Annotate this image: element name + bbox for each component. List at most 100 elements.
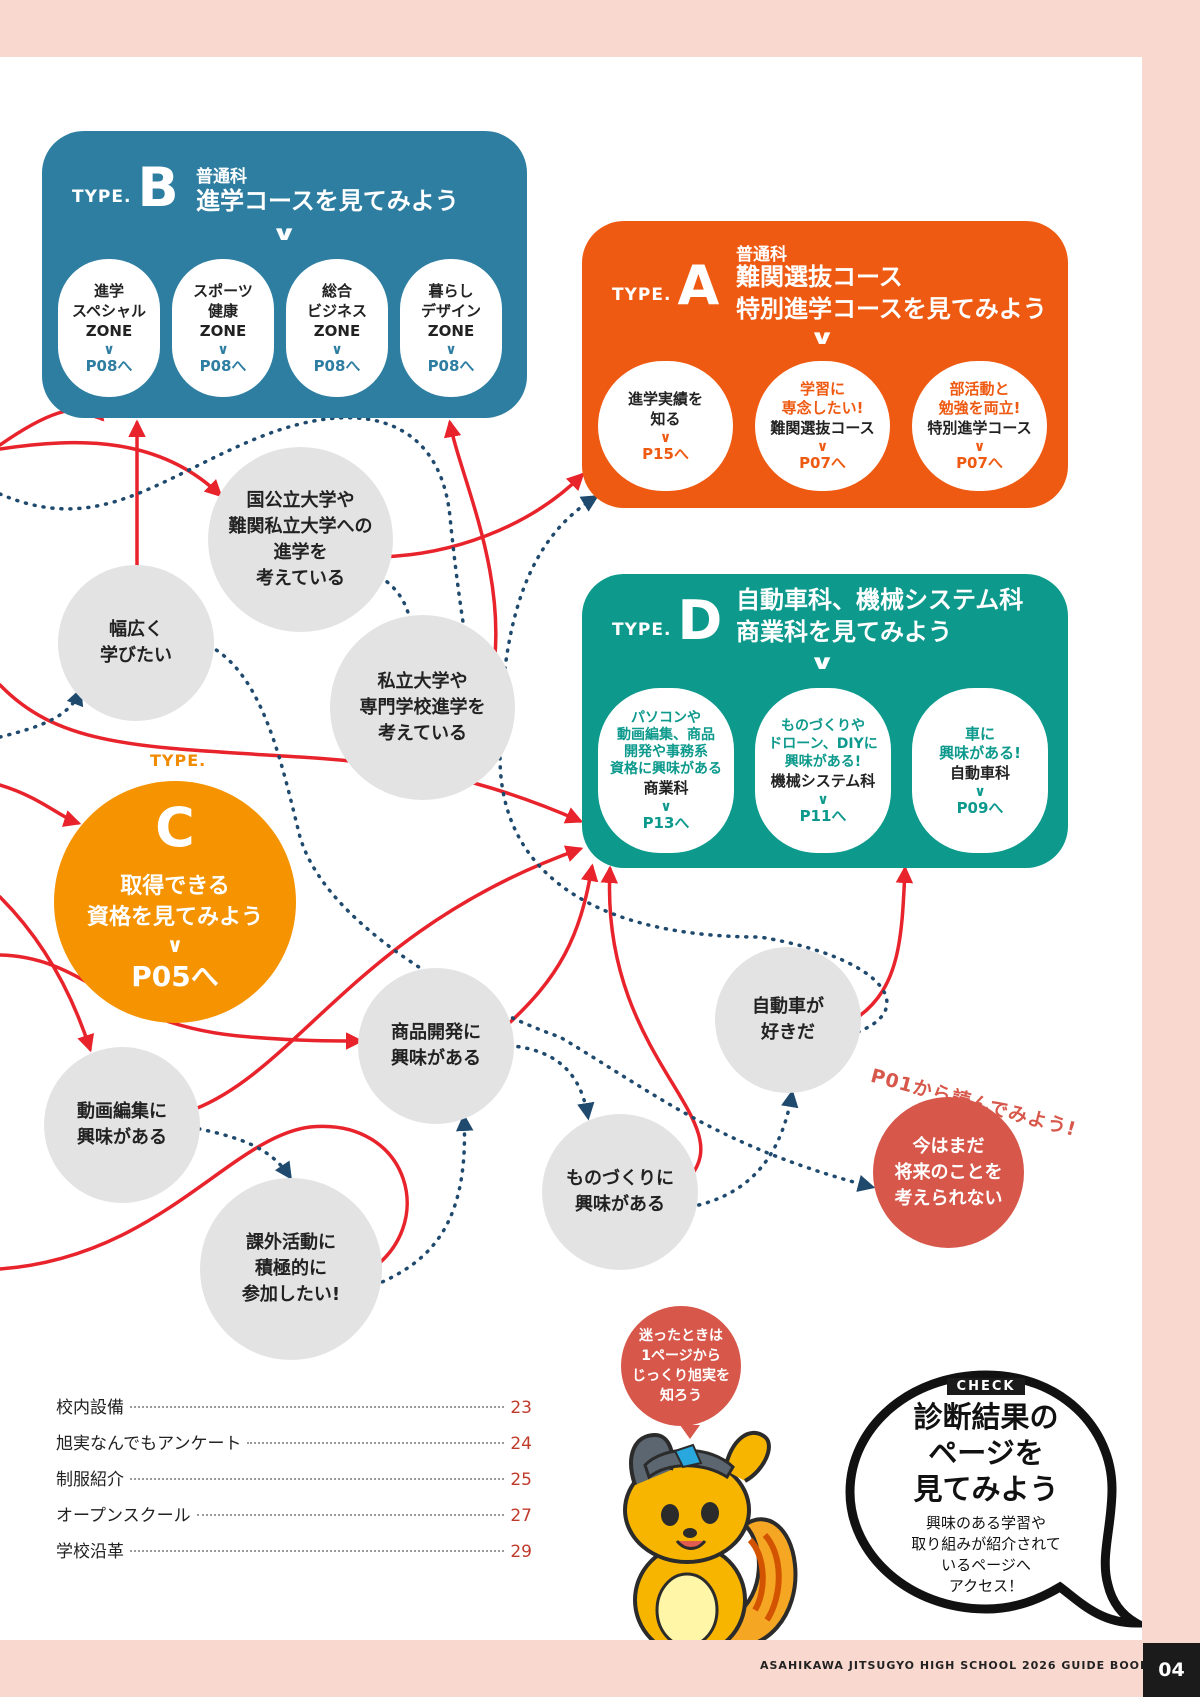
type-letter: C xyxy=(155,796,195,859)
bubble-car-lover[interactable]: 自動車が 好きだ xyxy=(715,947,861,1093)
department-card[interactable]: 車に 興味がある! 自動車科 ∨ P09へ xyxy=(912,688,1048,853)
department-title: 機械システム科 xyxy=(770,771,876,790)
course-card[interactable]: 進学実績を 知る ∨ P15へ xyxy=(598,361,733,491)
page-link[interactable]: P09へ xyxy=(956,798,1004,817)
bubble-text: 商品開発に 興味がある xyxy=(391,1022,481,1069)
zone-title: 総合 ビジネス ZONE xyxy=(306,282,367,340)
zone-card[interactable]: 暮らし デザイン ZONE ∨ P08へ xyxy=(400,259,502,397)
mascot-speech-bubble: 迷ったときは 1ページから じっくり旭実を 知ろう xyxy=(621,1306,741,1426)
page-link[interactable]: P15へ xyxy=(642,445,689,463)
toc-item[interactable]: 制服紹介 25 xyxy=(56,1465,532,1501)
page-link[interactable]: P13へ xyxy=(642,813,690,832)
table-of-contents: 校内設備 23 旭実なんでもアンケート 24 制服紹介 25 オープンスクール … xyxy=(56,1393,532,1573)
chevron-down-icon: ∨ xyxy=(974,783,986,800)
chevron-down-icon: ∨ xyxy=(660,798,672,815)
red-line xyxy=(0,783,82,827)
zone-card[interactable]: 総合 ビジネス ZONE ∨ P08へ xyxy=(286,259,388,397)
bubble-private-univ[interactable]: 私立大学や 専門学校進学を 考えている xyxy=(330,615,515,800)
zone-title: 進学 スペシャル ZONE xyxy=(72,282,146,340)
toc-label: オープンスクール xyxy=(56,1506,191,1526)
red-line xyxy=(503,863,599,1029)
chevron-down-icon: ∨ xyxy=(445,342,457,358)
dotted-line xyxy=(498,1043,595,1121)
page-link[interactable]: P11へ xyxy=(799,806,847,825)
chevron-down-icon: ∨ xyxy=(809,650,836,674)
page-link[interactable]: P08へ xyxy=(199,357,247,375)
chevron-down-icon: ∨ xyxy=(973,439,986,455)
red-line xyxy=(443,419,498,681)
red-line xyxy=(370,472,585,559)
bubble-text: 国公立大学や 難関私立大学への 進学を 考えている xyxy=(228,489,373,589)
zone-title: スポーツ 健康 ZONE xyxy=(193,282,253,340)
bubble-product-dev[interactable]: 商品開発に 興味がある xyxy=(358,968,514,1124)
type-a-tag: TYPE. A xyxy=(612,259,719,313)
bubble-extracurricular[interactable]: 課外活動に 積極的に 参加したい! xyxy=(200,1178,382,1360)
bubble-text: ものづくりに 興味がある xyxy=(566,1168,674,1215)
type-letter: B xyxy=(137,156,179,219)
type-label: TYPE. xyxy=(612,620,672,640)
toc-item[interactable]: 旭実なんでもアンケート 24 xyxy=(56,1429,532,1465)
page-link[interactable]: P07へ xyxy=(956,454,1003,472)
type-a-heading-2: 特別進学コースを見てみよう xyxy=(736,295,1047,323)
toc-page: 24 xyxy=(510,1434,532,1454)
chevron-down-icon: ∨ xyxy=(809,325,836,349)
toc-page: 29 xyxy=(510,1542,532,1562)
course-title: 進学実績を 知る xyxy=(627,390,703,428)
bubble-undecided[interactable]: 今はまだ 将来のことを 考えられない xyxy=(873,1097,1024,1248)
toc-leader xyxy=(130,1406,505,1408)
toc-item[interactable]: オープンスクール 27 xyxy=(56,1501,532,1537)
chevron-down-icon: ∨ xyxy=(817,791,829,808)
department-label: 普通科 xyxy=(736,245,787,265)
bubble-video-editing[interactable]: 動画編集に 興味がある xyxy=(44,1047,200,1203)
type-b-box: TYPE. B 普通科 進学コースを見てみよう ∨ 進学 スペシャル ZONE … xyxy=(42,131,527,418)
page-link[interactable]: P07へ xyxy=(799,454,846,472)
toc-page: 27 xyxy=(510,1506,532,1526)
toc-leader xyxy=(130,1550,505,1552)
course-card[interactable]: 学習に 専念したい! 難関選抜コース ∨ P07へ xyxy=(755,361,890,491)
chevron-down-icon: ∨ xyxy=(816,439,829,455)
zone-title: 暮らし デザイン ZONE xyxy=(420,282,481,340)
type-c-tag: TYPE. xyxy=(150,751,207,770)
toc-item[interactable]: 学校沿革 29 xyxy=(56,1537,532,1573)
course-title: 特別進学コース xyxy=(927,419,1032,437)
chevron-down-icon: ∨ xyxy=(166,933,184,957)
bubble-national-univ[interactable]: 国公立大学や 難関私立大学への 進学を 考えている xyxy=(208,447,393,632)
dotted-line xyxy=(498,495,889,1034)
type-a-box: TYPE. A 普通科 難関選抜コース 特別進学コースを見てみよう ∨ 進学実績… xyxy=(582,221,1068,508)
bubble-text: 今はまだ 将来のことを 考えられない xyxy=(894,1135,1003,1209)
red-line xyxy=(0,1124,409,1275)
page-link[interactable]: P08へ xyxy=(85,357,133,375)
type-d-heading-1: 自動車科、機械システム科 xyxy=(736,586,1024,614)
red-line xyxy=(193,845,584,1111)
type-letter: A xyxy=(677,254,720,317)
department-title: 商業科 xyxy=(643,778,689,797)
zone-card[interactable]: 進学 スペシャル ZONE ∨ P08へ xyxy=(58,259,160,397)
department-card[interactable]: ものづくりや ドローン、DIYに 興味がある! 機械システム科 ∨ P11へ xyxy=(755,688,891,853)
bubble-monozukuri[interactable]: ものづくりに 興味がある xyxy=(542,1114,698,1270)
bubble-broad-learning[interactable]: 幅広く 学びたい xyxy=(58,565,214,721)
chevron-down-icon: ∨ xyxy=(331,342,343,358)
dotted-line xyxy=(188,1125,292,1180)
type-c-circle[interactable]: C 取得できる 資格を見てみよう ∨ P05へ xyxy=(54,781,296,1023)
chevron-down-icon: ∨ xyxy=(103,342,115,358)
department-label: 普通科 xyxy=(196,167,247,187)
course-card[interactable]: 部活動と 勉強を両立! 特別進学コース ∨ P07へ xyxy=(912,361,1047,491)
page-link[interactable]: P08へ xyxy=(313,357,361,375)
page-link[interactable]: P05へ xyxy=(131,960,219,993)
department-card[interactable]: パソコンや 動画編集、商品 開発や事務系 資格に興味がある 商業科 ∨ P13へ xyxy=(598,688,734,853)
red-line xyxy=(600,865,703,1179)
zone-card[interactable]: スポーツ 健康 ZONE ∨ P08へ xyxy=(172,259,274,397)
department-catch: ものづくりや ドローン、DIYに 興味がある! xyxy=(768,717,878,770)
page-link[interactable]: P08へ xyxy=(427,357,475,375)
toc-label: 旭実なんでもアンケート xyxy=(56,1434,242,1454)
type-d-tag: TYPE. D xyxy=(612,594,722,648)
type-b-tag: TYPE. B xyxy=(72,161,179,215)
toc-label: 学校沿革 xyxy=(56,1542,124,1562)
type-letter: D xyxy=(677,589,723,652)
bubble-text: 課外活動に 積極的に 参加したい! xyxy=(241,1232,341,1305)
red-line xyxy=(0,953,364,1050)
toc-item[interactable]: 校内設備 23 xyxy=(56,1393,532,1429)
toc-leader xyxy=(196,1514,505,1516)
course-title: 難関選抜コース xyxy=(770,419,875,437)
footer-title: ASAHIKAWA JITSUGYO HIGH SCHOOL 2026 GUID… xyxy=(760,1659,1150,1672)
